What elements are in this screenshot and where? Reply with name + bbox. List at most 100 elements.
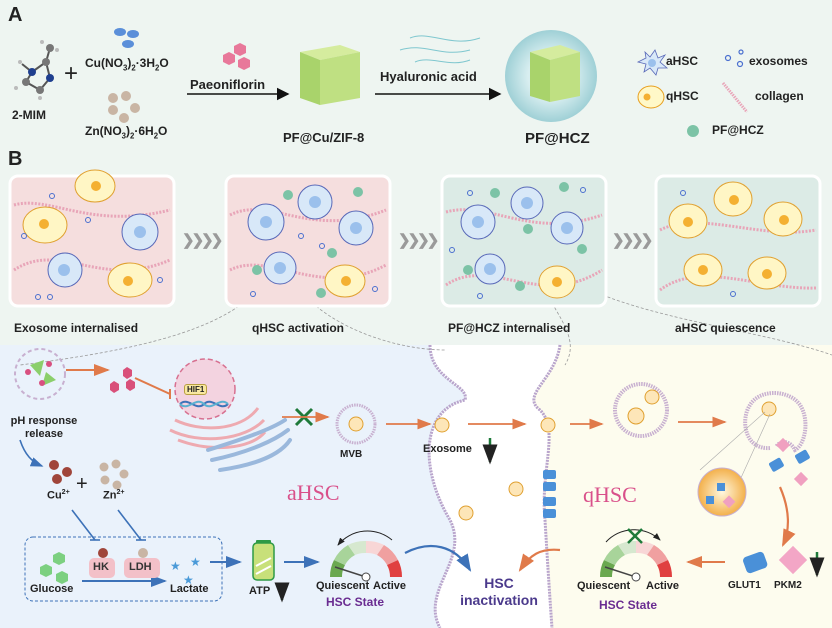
stage-card-1	[8, 169, 176, 308]
qhsc-cell-label: qHSC	[583, 482, 637, 507]
exosome-icon	[458, 505, 474, 521]
gauge-right-active: Active	[646, 580, 680, 592]
exosome-icon	[434, 417, 450, 433]
svg-text:★: ★	[170, 559, 181, 573]
glut1-label: GLUT1	[728, 580, 761, 591]
ldh-zn-bound-icon	[138, 548, 148, 558]
pf-hcz-particle-icon	[505, 30, 597, 122]
paeoniflorin-label: Paeoniflorin	[190, 77, 266, 92]
stage-card-4	[654, 174, 822, 308]
legend-ahsc-label: aHSC	[666, 54, 699, 68]
2mim-label: 2-MIM	[12, 108, 46, 122]
legend-collagen-icon	[721, 82, 749, 113]
exosome-label: Exosome	[423, 443, 472, 455]
hsc-state-gauge-left	[329, 530, 403, 582]
cu-ion-label: Cu2+	[47, 488, 70, 502]
stage-card-2	[224, 174, 392, 308]
legend-pfhcz-label: PF@HCZ	[712, 123, 764, 137]
pf-molecule-icon	[110, 367, 135, 393]
zn-salt-label: Zn(NO3)2·6H2O	[85, 124, 168, 141]
panel-b-label: B	[8, 148, 23, 170]
panel-a-label: A	[8, 4, 23, 26]
release-curve-arrow	[19, 439, 44, 467]
stage-caption-1: Exosome internalised	[14, 321, 139, 335]
ahsc-cell-label: aHSC	[287, 480, 340, 505]
legend-exosomes-icon	[724, 49, 744, 68]
gauge-left-title: HSC State	[326, 595, 385, 609]
legend-ahsc-icon	[636, 49, 669, 76]
cu-ion-icon	[49, 460, 72, 484]
lysosome-icon	[697, 391, 808, 517]
hk-cu-bound-icon	[98, 548, 108, 558]
membrane-transporter-icon	[543, 470, 556, 518]
progress-chevrons: ❯❯❯❯	[398, 232, 439, 249]
gauge-right-quiescent: Quiescent	[577, 580, 631, 592]
cu-salt-label: Cu(NO3)2·3H2O	[85, 56, 169, 73]
pkm2-icon	[778, 545, 808, 575]
mvb-icon	[335, 403, 377, 445]
legend-collagen-label: collagen	[755, 89, 804, 103]
zn-ion-label: Zn2+	[103, 488, 125, 502]
battery-icon	[252, 540, 275, 581]
svg-text:★: ★	[183, 573, 194, 587]
hk-enzyme-box	[89, 558, 115, 578]
mvb-label: MVB	[340, 449, 363, 460]
cu-inhibition-line	[71, 509, 96, 541]
inactivation-arrow-right	[518, 548, 561, 572]
pf-hcz-label: PF@HCZ	[525, 130, 590, 147]
plus-sign: +	[64, 60, 79, 87]
pkm2-label: PKM2	[774, 580, 802, 591]
stage-card-3	[440, 174, 608, 308]
er-icon	[169, 407, 267, 450]
2mim-molecule-icon	[14, 40, 59, 100]
inactivation-arrow-left	[404, 545, 472, 572]
legend-exosomes-label: exosomes	[749, 54, 808, 68]
glut1-icon	[743, 551, 768, 574]
cu-salt-icon	[114, 28, 139, 48]
pf-cu-zif8-cube-icon	[300, 45, 360, 105]
exosome-icon	[508, 481, 524, 497]
translocation-arrow	[778, 486, 796, 547]
legend-qhsc-icon	[637, 85, 665, 109]
lactate-icon: ★★★	[170, 555, 201, 587]
legend-pfhcz-icon	[687, 125, 699, 137]
inhibition-line	[134, 377, 171, 395]
glycolysis-box	[24, 536, 223, 602]
paeoniflorin-icon	[223, 43, 250, 70]
svg-text:★: ★	[190, 555, 201, 569]
zn-salt-icon	[108, 91, 140, 123]
ldh-label: LDH	[129, 561, 152, 573]
endosome-icon	[613, 382, 669, 438]
hsc-state-gauge-right	[599, 528, 673, 582]
qhsc-membrane	[532, 344, 562, 628]
hk-label: HK	[93, 561, 109, 573]
glucose-label: Glucose	[30, 583, 74, 595]
legend-qhsc-label: qHSC	[666, 89, 699, 103]
atp-label: ATP	[249, 585, 271, 597]
hyaluronic-acid-label: Hyaluronic acid	[380, 69, 477, 84]
lactate-label: Lactate	[170, 583, 209, 595]
ph-release-particle-icon	[14, 348, 66, 400]
glucose-icon	[40, 552, 68, 584]
exosome-icon	[540, 417, 556, 433]
hyaluronic-acid-icon	[399, 35, 481, 64]
zn-ion-icon	[99, 459, 129, 490]
gauge-right-title: HSC State	[599, 598, 658, 612]
zoom-connector	[579, 284, 832, 356]
ldh-enzyme-box	[124, 558, 160, 578]
pf-cu-zif8-label: PF@Cu/ZIF-8	[283, 130, 365, 145]
progress-chevrons: ❯❯❯❯	[182, 232, 223, 249]
zn-inhibition-line	[117, 509, 142, 541]
ahsc-membrane	[427, 344, 467, 628]
gauge-left-active: Active	[373, 580, 407, 592]
golgi-icon	[206, 418, 292, 472]
stage-caption-4: aHSC quiescence	[675, 321, 776, 335]
ion-plus-sign: +	[76, 473, 88, 495]
glut1-pkm2-free-icon	[769, 437, 810, 487]
stage-caption-3: PF@HCZ internalised	[448, 321, 571, 335]
stage-caption-2: qHSC activation	[252, 321, 345, 335]
hif1-label: HIF1	[184, 384, 208, 395]
